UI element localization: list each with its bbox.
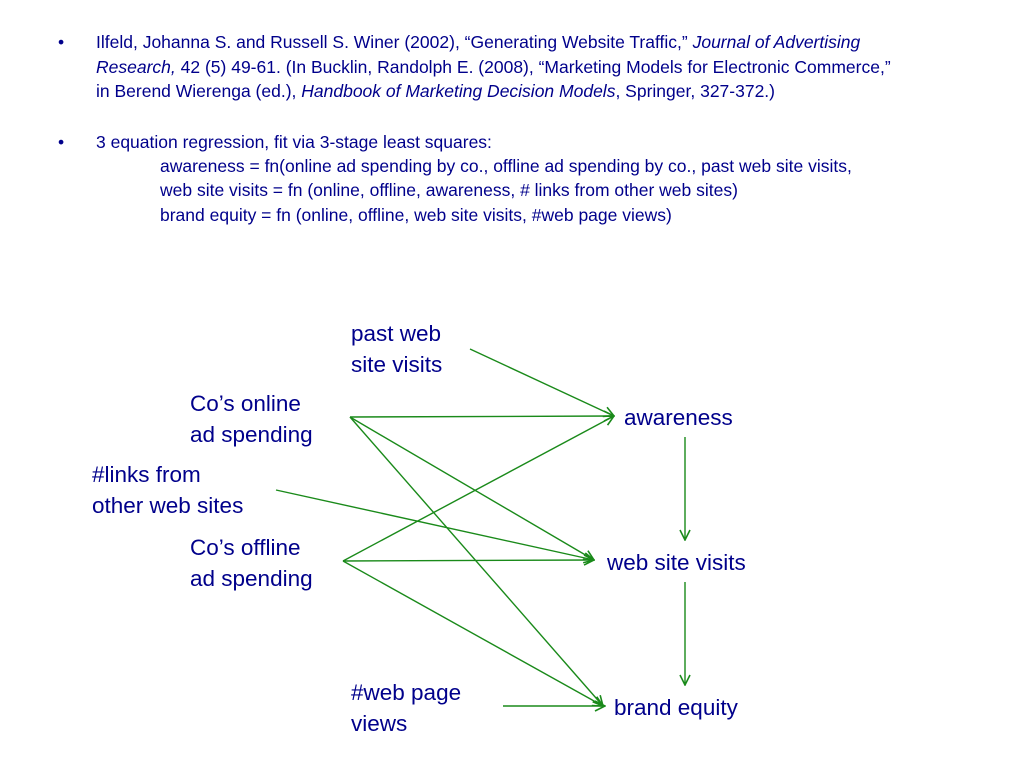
journal-title: Journal of Advertising [692, 32, 861, 52]
arrow-offline-to-awareness [342, 416, 614, 562]
arrow-online-to-site-visits [349, 416, 594, 560]
equation-awareness: awareness = fn(online ad spending by co.… [160, 156, 852, 176]
arrow-offline-to-site-visits [342, 560, 594, 561]
node-past-web-site-visits: past web site visits [351, 318, 442, 380]
reference-line: 42 (5) 49-61. (In Bucklin, Randolph E. (… [175, 56, 891, 77]
arrow-past-visits-to-awareness [469, 348, 614, 416]
equation-site-visits: web site visits = fn (online, offline, a… [160, 180, 738, 200]
reference-text: Ilfeld, Johanna S. and Russell S. Winer … [96, 30, 1011, 104]
journal-title-cont: Research, [96, 56, 176, 77]
reference-line: , Springer, 327-372.) [615, 81, 775, 101]
node-web-page-views: #web page views [351, 677, 461, 739]
arrow-offline-to-brand-equity [342, 560, 603, 706]
arrow-links-to-site-visits [275, 489, 594, 560]
node-label-line: views [351, 711, 408, 736]
reference-line: in Berend Wierenga (ed.), [96, 81, 302, 101]
bullet-dot: • [58, 132, 65, 152]
node-online-ad-spending: Co’s online ad spending [190, 388, 313, 450]
arrow-online-to-brand-equity [349, 416, 603, 706]
node-label-line: Co’s offline [190, 535, 301, 560]
arrow-online-to-awareness [349, 416, 614, 417]
node-label-line: #web page [351, 680, 462, 705]
node-label-line: ad spending [190, 566, 313, 591]
node-label-line: Co’s online [190, 391, 301, 416]
equation-brand-equity: brand equity = fn (online, offline, web … [160, 205, 672, 225]
node-label-line: past web [351, 321, 442, 346]
node-label-line: ad spending [190, 422, 313, 447]
node-brand-equity: brand equity [614, 695, 738, 720]
reference-line: Ilfeld, Johanna S. and Russell S. Winer … [96, 32, 693, 52]
node-web-site-visits: web site visits [607, 550, 746, 575]
node-label-line: #links from [92, 462, 201, 487]
node-links-from-other-sites: #links from other web sites [92, 459, 243, 521]
regression-intro: 3 equation regression, fit via 3-stage l… [96, 132, 492, 152]
node-offline-ad-spending: Co’s offline ad spending [190, 532, 313, 594]
node-label-line: other web sites [92, 493, 244, 518]
node-label-line: site visits [351, 352, 443, 377]
node-awareness: awareness [624, 405, 733, 430]
book-title: Handbook of Marketing Decision Models [301, 81, 616, 101]
bullet-dot: • [58, 32, 65, 52]
